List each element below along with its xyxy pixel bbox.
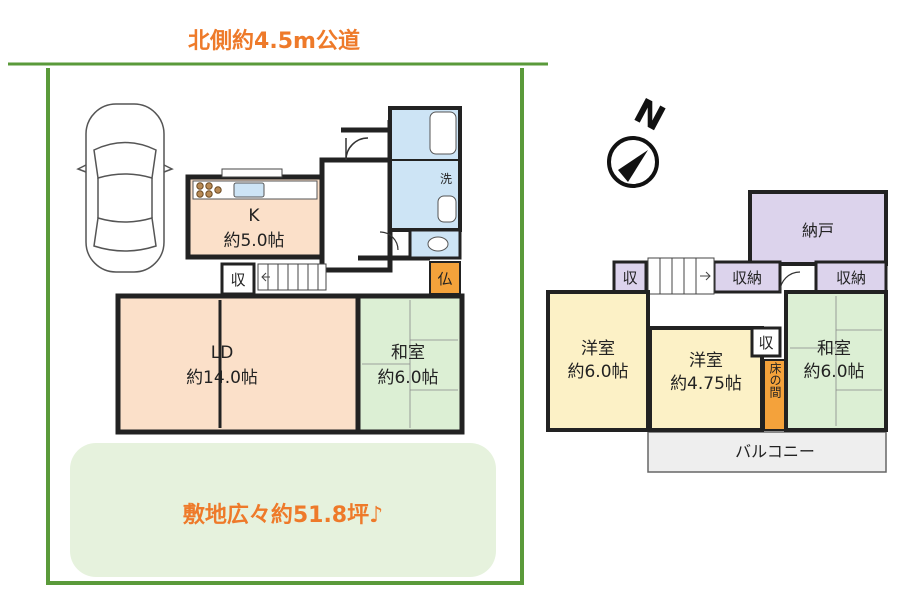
tokonoma-label: 床の間 [768, 362, 782, 398]
butsudan [429, 261, 461, 295]
entrance-hall [319, 157, 393, 273]
staircase-2f [647, 257, 715, 295]
garden-area [70, 443, 496, 577]
stove-icon [196, 182, 222, 198]
storage-1f-label: 収 [230, 271, 245, 289]
butsudan-label: 仏 [437, 270, 452, 288]
washbasin-icon [437, 195, 457, 223]
shunou-2-label: 収納 [836, 269, 866, 287]
compass-icon: N [607, 91, 671, 188]
ld-name: LD [211, 343, 234, 363]
yoshitsu-a [546, 290, 650, 432]
floor2: バルコニー 納戸 収 収納 収納 洋室 約6.0帖 収 洋室 約4.75帖 床の… [546, 190, 888, 473]
ld-size: 約14.0帖 [186, 368, 258, 388]
entrance-door [345, 137, 369, 161]
staircase-1f [257, 263, 327, 291]
balcony [647, 431, 887, 473]
yoshitsu-a-name: 洋室 [581, 339, 615, 359]
yoshitsu-a-size: 約6.0帖 [567, 362, 628, 382]
washitsu-2f-name: 和室 [817, 339, 851, 359]
washroom-label: 洗 [440, 172, 452, 186]
kitchen-window [221, 168, 283, 178]
washitsu-1f-name: 和室 [391, 343, 425, 363]
bathtub-icon [429, 111, 457, 155]
site-boundary [46, 68, 524, 585]
nando-label: 納戸 [802, 221, 834, 240]
washitsu-1f-size: 約6.0帖 [377, 368, 438, 388]
yoshitsu-b-size: 約4.75帖 [670, 374, 742, 394]
road-label: 北側約4.5m公道 [188, 28, 360, 54]
washitsu-2f-size: 約6.0帖 [803, 362, 864, 382]
compass-label: N [627, 91, 671, 140]
nando [748, 190, 888, 266]
site-area-label: 敷地広々約51.8坪♪ [183, 502, 383, 528]
kitchen-name: K [248, 206, 260, 226]
yoshitsu-b-name: 洋室 [689, 351, 723, 371]
shunou-1-label: 収納 [732, 269, 762, 287]
balcony-label: バルコニー [735, 442, 815, 461]
storage2-1-label: 収 [622, 269, 637, 287]
kitchen-size: 約5.0帖 [223, 231, 284, 251]
yoshitsu-b [648, 326, 764, 432]
sink-icon [233, 182, 265, 198]
car-icon [76, 103, 174, 273]
floor1: K 約5.0帖 収 洗 仏 [115, 106, 465, 435]
storage2-2-label: 収 [758, 334, 773, 352]
toilet-icon [427, 236, 449, 252]
storage2-2 [750, 326, 782, 358]
ld-room [115, 293, 361, 435]
